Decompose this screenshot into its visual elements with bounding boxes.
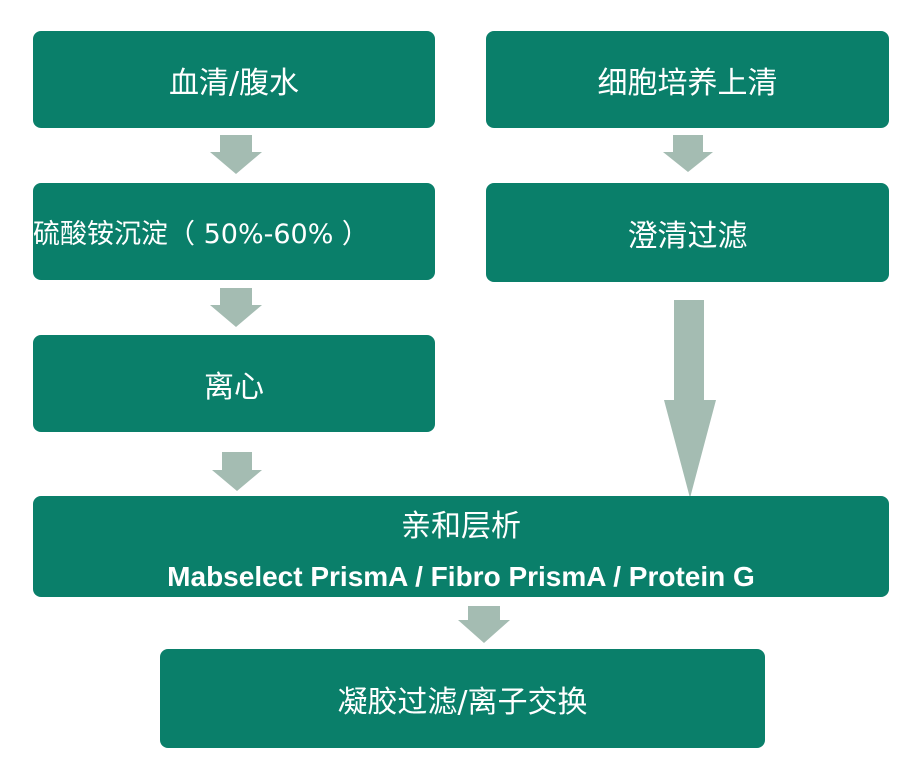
arrow-clarification-to-affinity xyxy=(664,300,716,498)
arrow-precipitation-to-centrifuge xyxy=(210,288,262,327)
cell-culture-supernatant-label: 细胞培养上清 xyxy=(597,65,778,101)
affinity-chromatography-box: 亲和层析 Mabselect PrismA / Fibro PrismA / P… xyxy=(33,496,889,597)
serum-ascites-box: 血清/腹水 xyxy=(33,31,435,128)
arrow-affinity-to-final xyxy=(458,606,510,643)
arrow-serum-to-precipitation xyxy=(210,135,262,174)
arrow-centrifuge-to-affinity xyxy=(212,452,262,491)
centrifugation-label: 离心 xyxy=(204,369,264,405)
ammonium-sulfate-precipitation-label: 硫酸铵沉淀（ 50%-60% ） xyxy=(33,219,369,250)
arrow-supernatant-to-clarification xyxy=(663,135,713,172)
gel-filtration-ion-exchange-label: 凝胶过滤/离子交换 xyxy=(337,684,588,720)
gel-filtration-ion-exchange-box: 凝胶过滤/离子交换 xyxy=(160,649,765,748)
centrifugation-box: 离心 xyxy=(33,335,435,432)
clarification-filtration-box: 澄清过滤 xyxy=(486,183,889,282)
ammonium-sulfate-precipitation-box: 硫酸铵沉淀（ 50%-60% ） xyxy=(33,183,435,280)
serum-ascites-label: 血清/腹水 xyxy=(168,65,300,101)
clarification-filtration-label: 澄清过滤 xyxy=(627,218,748,254)
affinity-resins-label: Mabselect PrismA / Fibro PrismA / Protei… xyxy=(167,560,755,592)
affinity-chromatography-title: 亲和层析 xyxy=(401,508,521,544)
cell-culture-supernatant-box: 细胞培养上清 xyxy=(486,31,889,128)
